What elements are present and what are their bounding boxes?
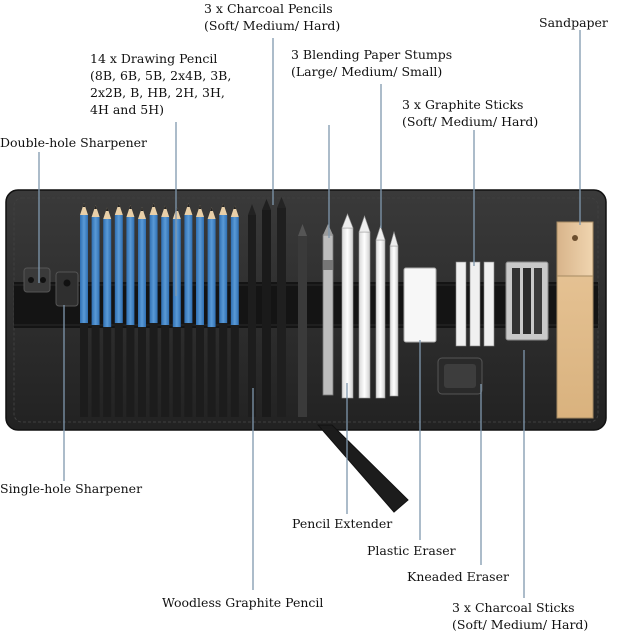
single-hole-sharpener xyxy=(55,271,79,307)
plastic-eraser-title: Plastic Eraser xyxy=(367,543,456,558)
pencil-extender xyxy=(322,224,334,396)
sandpaper-title: Sandpaper xyxy=(539,15,608,30)
drawing-pencil xyxy=(91,205,100,417)
drawing-pencil xyxy=(196,205,204,417)
label-single-hole-sharpener: Single-hole Sharpener xyxy=(0,480,142,497)
charcoal-pencils xyxy=(248,197,286,417)
drawing-pencil xyxy=(149,203,158,417)
label-pencil-extender: Pencil Extender xyxy=(292,515,392,532)
single-hole-sharpener-title: Single-hole Sharpener xyxy=(0,481,143,496)
drawing-pencil xyxy=(138,207,146,417)
label-double-hole-sharpener: Double-hole Sharpener xyxy=(0,134,147,151)
blending-stumps-title: 3 Blending Paper Stumps xyxy=(291,47,453,62)
drawing-pencil xyxy=(126,205,135,417)
leader-lines xyxy=(38,30,581,598)
charcoal-sticks xyxy=(505,261,549,341)
blending-stumps xyxy=(341,213,399,399)
drawing-pencil xyxy=(114,203,123,417)
drawing-pencil xyxy=(207,207,216,417)
drawing-pencil xyxy=(161,205,170,417)
drawing-pencil xyxy=(184,203,193,417)
label-drawing-pencils: 14 x Drawing Pencil (8B, 6B, 5B, 2x4B, 3… xyxy=(90,50,231,118)
pencil-extender-title: Pencil Extender xyxy=(292,516,393,531)
double-hole-sharpener xyxy=(23,267,51,293)
drawing-pencil xyxy=(103,207,112,417)
drawing-pencil xyxy=(80,203,88,417)
drawing-pencil xyxy=(219,203,228,417)
double-hole-sharpener-title: Double-hole Sharpener xyxy=(0,135,148,150)
woodless-graphite-pencil-title: Woodless Graphite Pencil xyxy=(162,595,324,610)
charcoal-pencils-title: 3 x Charcoal Pencils xyxy=(204,1,333,16)
drawing-pencils xyxy=(80,203,239,417)
drawing-pencil xyxy=(230,205,239,417)
blending-stumps-sub: (Large/ Medium/ Small) xyxy=(291,64,443,79)
drawing-pencils-line2: (8B, 6B, 5B, 2x4B, 3B, xyxy=(90,68,232,83)
label-charcoal-pencils: 3 x Charcoal Pencils (Soft/ Medium/ Hard… xyxy=(204,0,340,34)
kneaded-eraser-title: Kneaded Eraser xyxy=(407,569,509,584)
label-kneaded-eraser: Kneaded Eraser xyxy=(407,568,509,585)
drawing-pencils-line3: 2x2B, B, HB, 2H, 3H, xyxy=(90,85,225,100)
label-blending-stumps: 3 Blending Paper Stumps (Large/ Medium/ … xyxy=(291,46,452,80)
plastic-eraser xyxy=(403,267,437,343)
label-plastic-eraser: Plastic Eraser xyxy=(367,542,456,559)
label-woodless-graphite-pencil: Woodless Graphite Pencil xyxy=(162,594,323,611)
woodless-graphite-pencil xyxy=(298,224,307,417)
drawing-pencils-title: 14 x Drawing Pencil xyxy=(90,51,218,66)
charcoal-sticks-title: 3 x Charcoal Sticks xyxy=(452,600,575,615)
charcoal-sticks-sub: (Soft/ Medium/ Hard) xyxy=(452,617,589,632)
sandpaper-block xyxy=(556,221,594,419)
graphite-sticks xyxy=(455,261,495,347)
label-sandpaper: Sandpaper xyxy=(539,14,608,31)
drawing-pencil xyxy=(172,207,181,417)
graphite-sticks-sub: (Soft/ Medium/ Hard) xyxy=(402,114,539,129)
kneaded-eraser xyxy=(437,357,483,395)
graphite-sticks-title: 3 x Graphite Sticks xyxy=(402,97,524,112)
charcoal-pencils-sub: (Soft/ Medium/ Hard) xyxy=(204,18,341,33)
label-graphite-sticks: 3 x Graphite Sticks (Soft/ Medium/ Hard) xyxy=(402,96,538,130)
drawing-pencils-line4: 4H and 5H) xyxy=(90,102,165,117)
label-charcoal-sticks: 3 x Charcoal Sticks (Soft/ Medium/ Hard) xyxy=(452,599,588,633)
